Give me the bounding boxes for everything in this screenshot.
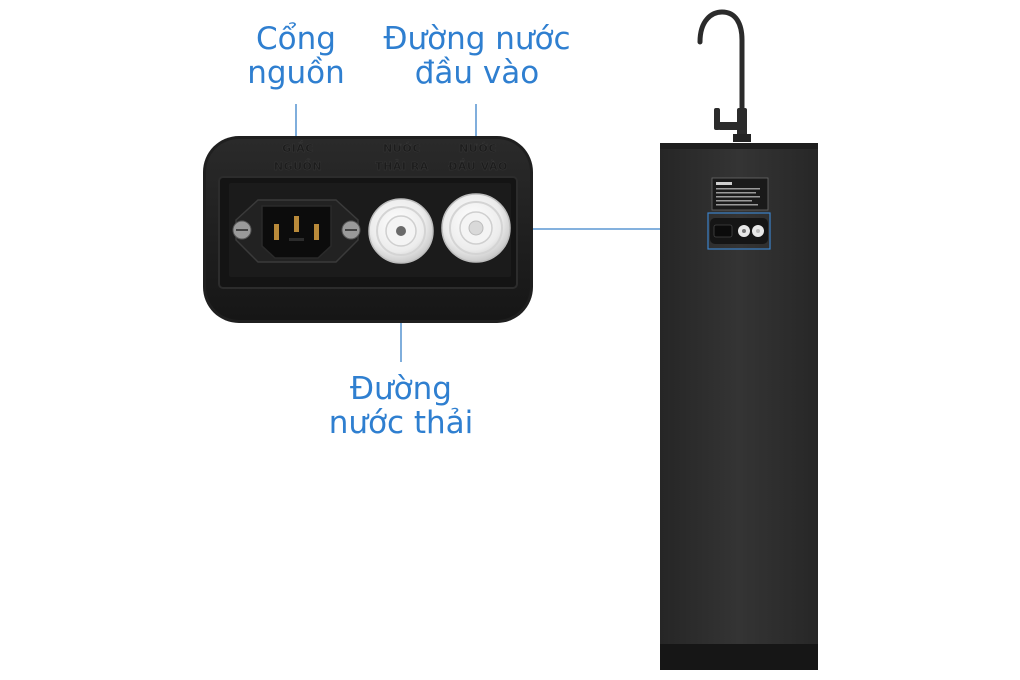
label-water-inlet: Đường nước đầu vào — [372, 22, 582, 90]
faucet-icon — [697, 9, 751, 142]
engraving-inlet-1: NƯỚC — [459, 142, 497, 155]
power-socket-icon — [232, 199, 361, 263]
label-inlet-line1: Đường nước — [383, 21, 571, 57]
label-waste-line1: Đường — [350, 371, 452, 407]
engraving-waste-1: NƯỚC — [383, 142, 421, 155]
panel-closeup: GIẮC NGUỒN NƯỚC THẢI RA NƯỚC ĐẦU VÀO — [203, 136, 533, 323]
label-waste-line2: nước thải — [328, 405, 474, 441]
rating-sticker — [711, 177, 769, 211]
panel-engravings: GIẮC NGUỒN NƯỚC THẢI RA NƯỚC ĐẦU VÀO — [274, 140, 508, 173]
water-port-icon — [368, 198, 434, 264]
engraving-power-2: NGUỒN — [274, 158, 322, 173]
label-inlet-line2: đầu vào — [414, 55, 540, 91]
label-waste-water: Đường nước thải — [316, 372, 486, 440]
label-power-line1: Cổng — [256, 21, 336, 57]
engraving-inlet-2: ĐẦU VÀO — [448, 159, 508, 173]
water-port-icon-inlet — [441, 193, 511, 263]
label-power-line2: nguồn — [247, 55, 345, 91]
purifier-cabinet — [660, 143, 818, 670]
label-power-port: Cổng nguồn — [236, 22, 356, 90]
engraving-waste-2: THẢI RA — [375, 159, 429, 173]
engraving-power-1: GIẮC — [282, 140, 314, 155]
mini-port-panel — [707, 212, 771, 250]
